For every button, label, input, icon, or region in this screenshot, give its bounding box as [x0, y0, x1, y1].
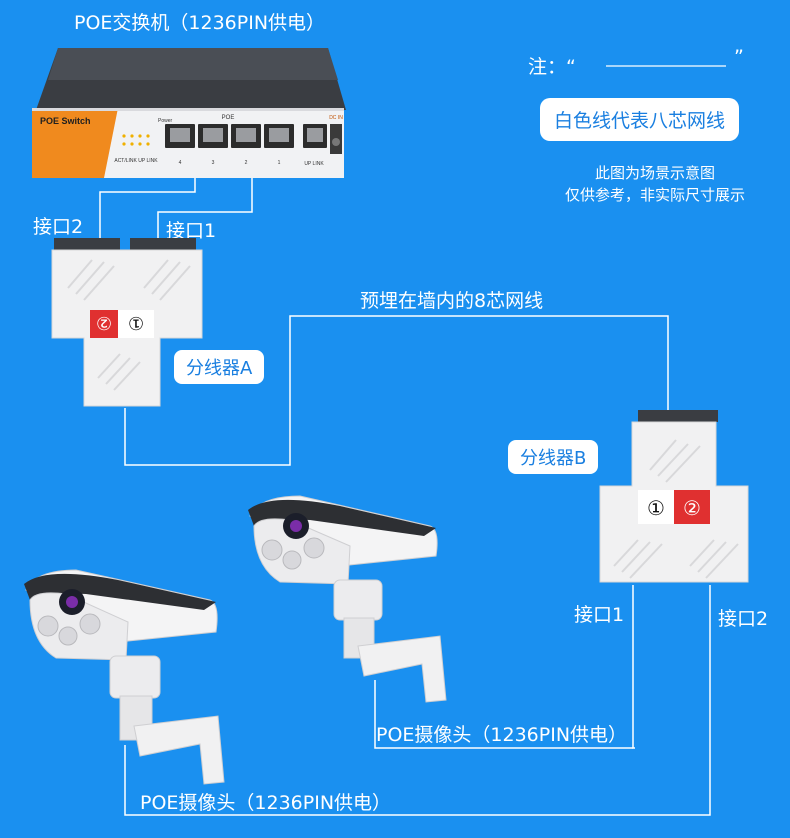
splitter-a-badge-white: ①: [128, 312, 144, 333]
switch-title: POE交换机（1236PIN供电）: [74, 12, 326, 34]
camera-2-icon: [248, 495, 447, 703]
switch-power-label: Power: [158, 118, 173, 124]
note-suffix: ”: [734, 46, 744, 68]
switch-dcin-label: DC IN: [329, 115, 343, 121]
camera-1: [24, 569, 225, 785]
splitter-b-badge-white: ①: [647, 496, 665, 520]
note-line-2: 仅供参考，非实际尺寸展示: [564, 186, 745, 204]
switch-uplink-label: UP LINK: [304, 161, 324, 167]
cable-camera2: [374, 680, 633, 749]
note-box: 白色线代表八芯网线: [540, 98, 740, 141]
cable-splitterb-port2: [124, 585, 711, 816]
camera-2: [248, 495, 447, 703]
camera-1-label: POE摄像头（1236PIN供电）: [140, 792, 392, 814]
note-prefix: 注：“: [528, 56, 576, 78]
cable-switch-port1: [157, 160, 253, 240]
splitter-a-label: 分线器A: [174, 350, 265, 384]
switch-port-2: 2: [245, 160, 248, 166]
splitter-b-device: ① ②: [599, 410, 749, 583]
splitter-a-port2-label: 接口2: [33, 216, 84, 238]
cable-wall: [124, 315, 669, 466]
note-line-1: 此图为场景示意图: [594, 164, 715, 182]
splitter-b-port1-label: 接口1: [574, 604, 625, 626]
splitter-b-badge-red: ②: [683, 496, 701, 520]
splitter-b-label: 分线器B: [508, 440, 599, 474]
poe-switch-device: POE Switch POE Power UP LINK DC IN ACT/L…: [32, 48, 346, 178]
camera-1-icon: [24, 569, 225, 785]
splitter-a-device: ② ①: [51, 238, 203, 407]
camera-2-label: POE摄像头（1236PIN供电）: [376, 724, 628, 746]
splitter-b-port2-label: 接口2: [718, 608, 769, 630]
switch-port-1: 1: [278, 160, 281, 166]
note-text: 此图为场景示意图 仅供参考，非实际尺寸展示: [540, 162, 770, 206]
splitter-a-badge-red: ②: [96, 312, 112, 333]
switch-poe-label: POE: [222, 115, 235, 121]
switch-led-labels: ACT/LINK UP LINK: [114, 158, 158, 164]
switch-port-3: 3: [212, 160, 215, 166]
switch-port-4: 4: [179, 160, 182, 166]
wall-cable-label: 预埋在墙内的8芯网线: [360, 290, 544, 312]
switch-brand: POE Switch: [40, 116, 91, 126]
splitter-a-port1-label: 接口1: [166, 220, 217, 242]
cable-splitterb-port1: [632, 585, 635, 749]
